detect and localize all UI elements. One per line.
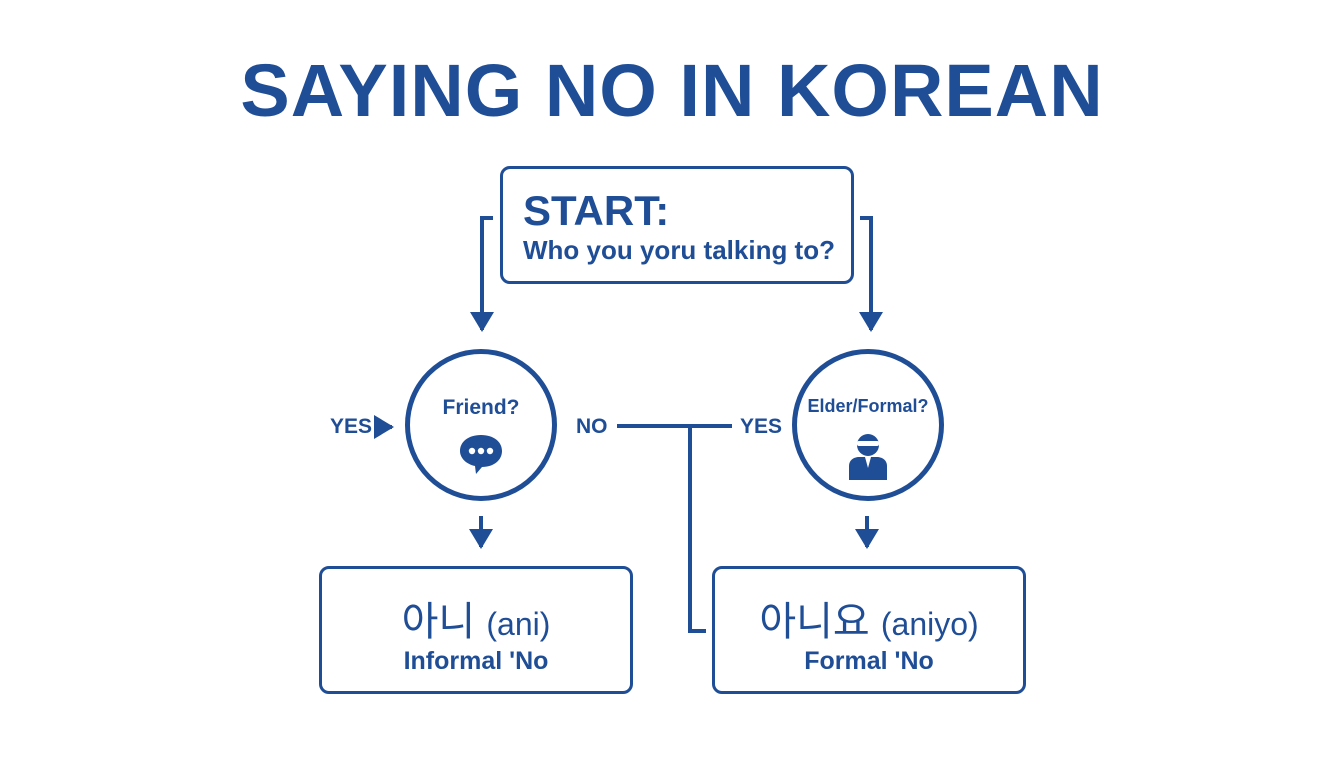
friend-question: Friend? [442, 396, 520, 419]
elder-formal-decision-node: Elder/Formal? [792, 349, 944, 501]
start-box: START: Who you yoru talking to? [500, 166, 854, 284]
diagram-title: SAYING NO IN KOREAN [240, 49, 1104, 132]
no-branch-line [688, 426, 706, 633]
formal-result-box: 아니요 (aniyo) Formal 'No [712, 566, 1026, 694]
informal-result-box: 아니 (ani) Informal 'No [319, 566, 633, 694]
elder-yes-label: YES [740, 415, 783, 438]
elder-formal-question: Elder/Formal? [807, 396, 929, 416]
start-question: Who you yoru talking to? [523, 235, 835, 265]
formal-romaji: (aniyo) [880, 606, 979, 642]
speech-bubble-icon [457, 432, 505, 481]
informal-meaning: Informal 'No [403, 647, 549, 675]
friend-decision-node: Friend? [405, 349, 557, 501]
person-icon [846, 432, 890, 487]
informal-korean: 아니 [401, 600, 476, 644]
informal-result-main: 아니 (ani) [322, 589, 630, 647]
formal-meaning: Formal 'No [804, 647, 934, 675]
friend-yes-label: YES [330, 415, 373, 438]
start-label: START: [523, 187, 670, 234]
start-to-elder-arrow [859, 216, 883, 332]
informal-romaji: (ani) [486, 606, 551, 642]
formal-result-main: 아니요 (aniyo) [715, 589, 1023, 647]
start-to-friend-arrow [470, 216, 494, 332]
formal-korean: 아니요 [759, 600, 870, 644]
friend-no-label: NO [576, 415, 608, 438]
